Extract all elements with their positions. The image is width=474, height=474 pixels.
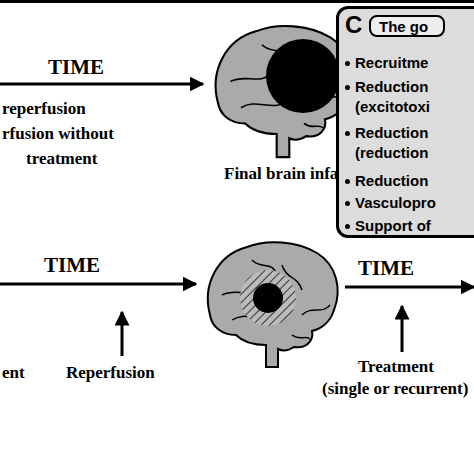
diagram-label: ent	[2, 364, 25, 383]
goal-item: Reduction	[345, 171, 473, 191]
bullet	[345, 131, 350, 136]
panel-letter: C	[345, 11, 362, 39]
bullet	[345, 85, 350, 90]
bullet	[345, 61, 350, 66]
diagram-label: Reperfusion	[66, 364, 155, 383]
diagram-label: treatment	[26, 150, 97, 169]
goal-item: Support of	[345, 216, 473, 236]
diagram-label: Treatment	[358, 358, 434, 377]
panel-heading-box: The go	[369, 15, 445, 37]
bullet	[345, 224, 350, 229]
bullet	[345, 201, 350, 206]
diagram-label: (single or recurrent)	[322, 380, 468, 399]
diagram-label: TIME	[44, 254, 100, 277]
goal-item: Reduction (excitotoxi	[345, 77, 473, 117]
panel-heading: The go	[371, 17, 443, 36]
bullet	[345, 179, 350, 184]
goal-item: Recruitme	[345, 53, 473, 73]
diagram-label: TIME	[48, 56, 104, 79]
diagram-label: rfusion without	[2, 125, 114, 144]
diagram-label: TIME	[358, 257, 414, 280]
goal-panel: C RecruitmeReduction (excitotoxiReduction…	[336, 6, 474, 238]
diagram-label: reperfusion	[2, 100, 86, 119]
goal-item: Vasculopro	[345, 193, 473, 213]
goal-item: Reduction (reduction	[345, 123, 473, 163]
